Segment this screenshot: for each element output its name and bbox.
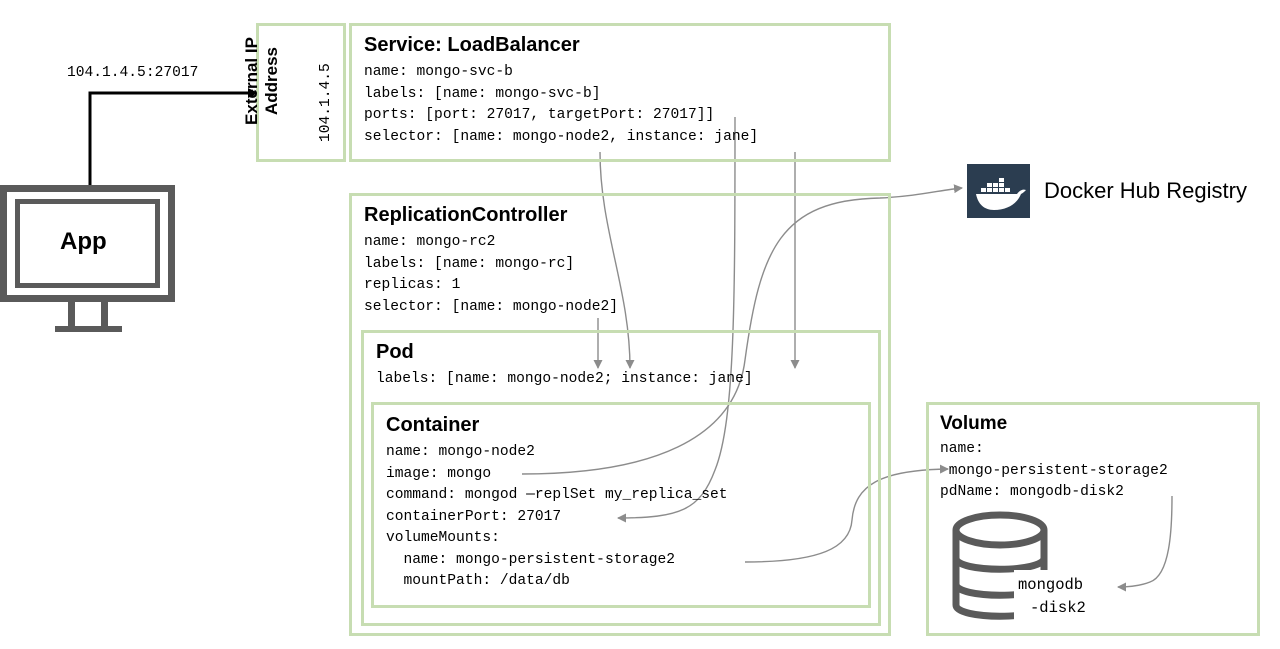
selector-name-arrow [599, 151, 635, 369]
replication-controller-box [349, 193, 891, 636]
pd-name-arrow [1117, 495, 1173, 592]
volume-box [926, 402, 1260, 636]
rc-line-4: selector: [name: mongo-node2] [364, 298, 618, 315]
image-to-registry-arrow [521, 184, 963, 475]
target-port-arrow [617, 116, 736, 523]
disk-label-line-1: mongodb [1018, 576, 1084, 594]
container-title: Container [386, 414, 480, 436]
container-line-6: name: mongo-persistent-storage2 [386, 551, 676, 568]
container-line-2: image: mongo [386, 465, 492, 482]
volume-line-2: mongo-persistent-storage2 [940, 462, 1168, 479]
volume-line-3: pdName: mongodb-disk2 [940, 484, 1124, 500]
external-ip-label: External IP Address [242, 37, 281, 125]
disk-label-mask [1014, 570, 1092, 622]
container-line-4: containerPort: 27017 [386, 508, 562, 525]
app-to-ip-arrow [88, 88, 258, 185]
pod-line-1: labels: [name: mongo-node2; instance: ja… [376, 371, 753, 387]
container-line-1: name: mongo-node2 [386, 444, 535, 460]
container-line-5: volumeMounts: [386, 530, 500, 546]
client-address: 104.1.4.5:27017 [67, 65, 199, 81]
rc-line-2: labels: [name: mongo-rc] [364, 255, 575, 272]
app-label: App [60, 228, 107, 255]
service-line-2: labels: [name: mongo-svc-b] [364, 85, 601, 102]
rc-title: ReplicationController [364, 204, 568, 226]
service-line-3: ports: [port: 27017, targetPort: 27017]] [364, 107, 715, 123]
pod-title: Pod [376, 341, 414, 363]
rc-line-3: replicas: 1 [364, 277, 461, 293]
service-line-1: name: mongo-svc-b [364, 64, 513, 80]
container-line-7: mountPath: /data/db [386, 573, 570, 589]
service-line-4: selector: [name: mongo-node2, instance: … [364, 128, 759, 145]
volume-title: Volume [940, 413, 1008, 434]
disk-label-line-2: -disk2 [1030, 599, 1086, 617]
external-ip-value: 104.1.4.5 [318, 63, 334, 142]
pod-box [361, 330, 881, 626]
container-line-3: command: mongod —replSet my_replica_set [386, 487, 728, 503]
volume-line-1: name: [940, 441, 984, 457]
volume-mount-arrow [744, 464, 949, 563]
rc-line-1: name: mongo-rc2 [364, 234, 496, 250]
external-ip-box [256, 23, 346, 162]
service-title: Service: LoadBalancer [364, 34, 580, 56]
service-box [349, 23, 891, 162]
container-box [371, 402, 871, 608]
docker-whale-icon [967, 164, 1030, 218]
docker-hub-label: Docker Hub Registry [1044, 178, 1247, 203]
